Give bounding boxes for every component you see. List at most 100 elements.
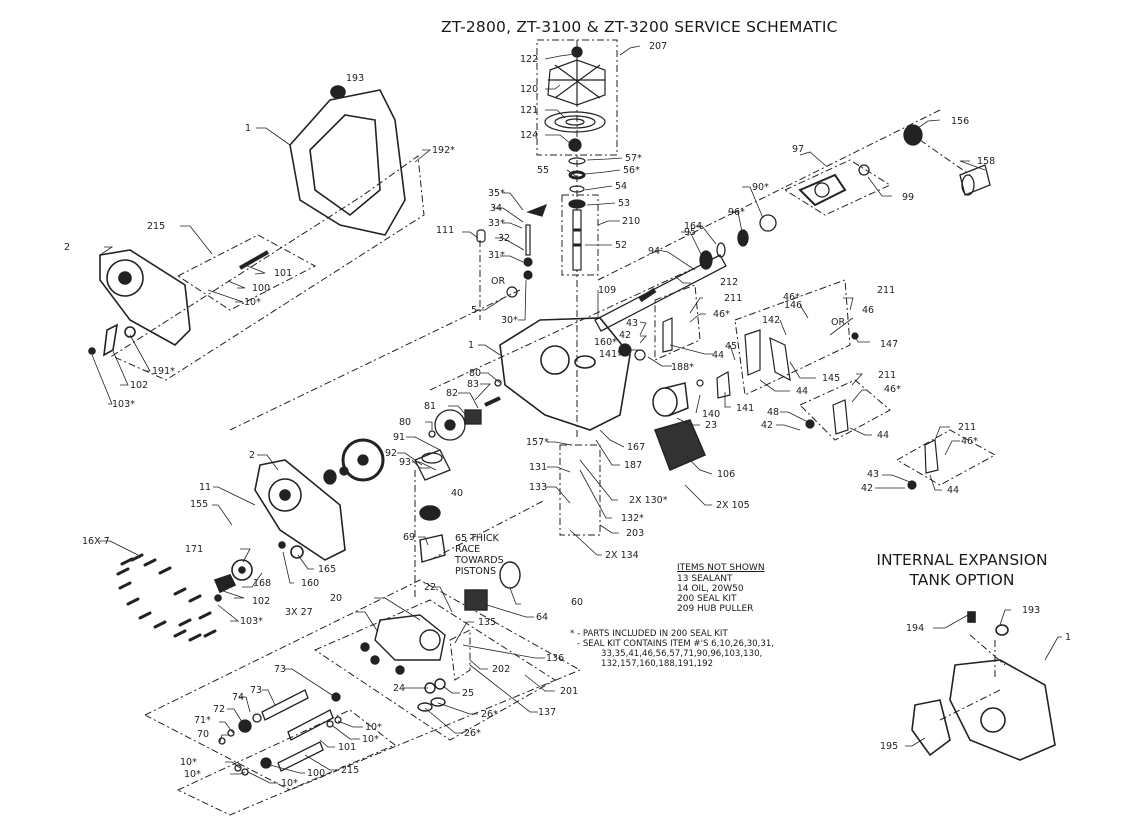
part-callout: 57* bbox=[625, 153, 642, 164]
part-callout: 215 bbox=[147, 221, 166, 232]
part-callout: 168 bbox=[253, 578, 272, 589]
tank-option-line: INTERNAL EXPANSION bbox=[876, 551, 1048, 569]
part-callout: 45 bbox=[725, 341, 738, 352]
part-callout: 188* bbox=[671, 362, 694, 373]
part-callout: 10* bbox=[244, 297, 261, 308]
part-callout: 44 bbox=[712, 350, 725, 361]
part-callout: 52 bbox=[615, 240, 628, 251]
part-callout: 42 bbox=[861, 483, 874, 494]
part-housing-top bbox=[289, 85, 406, 236]
part-callout: 122 bbox=[520, 54, 539, 65]
part-callout: 44 bbox=[796, 386, 809, 397]
part-callout: 211 bbox=[877, 285, 896, 296]
tank-option-line: TANK OPTION bbox=[909, 571, 1015, 589]
items-not-shown-item: 209 HUB PULLER bbox=[677, 604, 754, 614]
part-102a bbox=[103, 323, 119, 357]
part-callout: 35* bbox=[488, 188, 505, 199]
part-callout: 43 bbox=[626, 318, 639, 329]
part-callout: 102 bbox=[252, 596, 271, 607]
part-193-plug bbox=[330, 85, 346, 99]
part-callout: 167 bbox=[627, 442, 646, 453]
part-callout: OR bbox=[831, 317, 846, 328]
part-callout: 42 bbox=[761, 420, 774, 431]
part-callout: 2 bbox=[249, 450, 256, 461]
part-callout: 109 bbox=[598, 285, 617, 296]
part-callout: 30* bbox=[501, 315, 518, 326]
boundary-215b bbox=[176, 709, 396, 816]
part-callout: 31* bbox=[488, 250, 505, 261]
part-callout: 171 bbox=[185, 544, 204, 555]
part-callout: 145 bbox=[822, 373, 841, 384]
part-callout: OR bbox=[491, 276, 506, 287]
part-callout: 54 bbox=[615, 181, 628, 192]
part-callout: 201 bbox=[560, 686, 579, 697]
part-callout: 195 bbox=[880, 741, 899, 752]
part-callout: 155 bbox=[190, 499, 209, 510]
boundary-97 bbox=[783, 159, 892, 216]
part-callout: 141* bbox=[599, 349, 622, 360]
part-callout: 3X 27 bbox=[285, 607, 313, 618]
part-fan-pulley bbox=[544, 46, 606, 271]
part-callout: 60 bbox=[571, 597, 584, 608]
assembly-boundaries bbox=[110, 39, 1006, 816]
part-callout: 1 bbox=[468, 340, 475, 351]
part-callout: 160* bbox=[594, 337, 617, 348]
part-callout: 136 bbox=[546, 653, 565, 664]
part-callout: 26* bbox=[464, 728, 481, 739]
part-callout: 46 bbox=[862, 305, 875, 316]
part-callout: 10* bbox=[362, 734, 379, 745]
part-shafts-73 bbox=[218, 689, 342, 776]
boundary-203 bbox=[559, 444, 601, 536]
part-callout: 191* bbox=[152, 366, 175, 377]
part-callout: 43 bbox=[867, 469, 880, 480]
boundary-main-left bbox=[110, 155, 425, 381]
part-callout: 24 bbox=[393, 683, 406, 694]
part-callout: 10* bbox=[365, 722, 382, 733]
part-callout: 147 bbox=[880, 339, 899, 350]
part-callout: 194 bbox=[906, 623, 925, 634]
seal-kit-note-line: * - PARTS INCLUDED IN 200 SEAL KIT bbox=[570, 629, 728, 639]
part-callout: 44 bbox=[947, 485, 960, 496]
part-cover-lower bbox=[213, 459, 346, 602]
part-callout: 23 bbox=[705, 420, 718, 431]
part-callout: 133 bbox=[529, 482, 548, 493]
part-callout: 146 bbox=[784, 300, 803, 311]
part-callout: 210 bbox=[622, 216, 641, 227]
part-shaft-94 bbox=[594, 124, 991, 332]
part-callout: 73 bbox=[274, 664, 287, 675]
part-callout: 2X 134 bbox=[605, 550, 639, 561]
part-callout: 164 bbox=[684, 221, 703, 232]
part-callout: 100 bbox=[307, 768, 326, 779]
part-callout: 1 bbox=[1065, 632, 1072, 643]
part-callout: 44 bbox=[877, 430, 890, 441]
part-callout: 193 bbox=[1022, 605, 1041, 616]
part-callout: 1 bbox=[245, 123, 252, 134]
part-callout: 211 bbox=[958, 422, 977, 433]
part-callout: 74 bbox=[232, 692, 245, 703]
part-callout: 141 bbox=[736, 403, 755, 414]
part-callout: 135 bbox=[478, 617, 497, 628]
race-note: 65 THICK RACE TOWARDS PISTONS bbox=[455, 533, 504, 577]
part-callout: 2 bbox=[64, 242, 71, 253]
part-callout: 100 bbox=[252, 283, 271, 294]
part-cover-left bbox=[88, 249, 269, 357]
part-callout: 81 bbox=[424, 401, 437, 412]
part-callout: 16X 7 bbox=[82, 536, 110, 547]
part-callout: 101 bbox=[338, 742, 357, 753]
part-callout: 2X 105 bbox=[716, 500, 750, 511]
part-callout: 158 bbox=[977, 156, 996, 167]
part-callout: 10* bbox=[184, 769, 201, 780]
part-callout: 103* bbox=[112, 399, 135, 410]
part-callout: 96* bbox=[728, 207, 745, 218]
items-not-shown-heading: ITEMS NOT SHOWN bbox=[677, 563, 765, 573]
boundary-207 bbox=[536, 39, 618, 156]
part-callout: 11 bbox=[199, 482, 212, 493]
part-tank-housing bbox=[911, 611, 1056, 761]
boundary-215a bbox=[177, 234, 317, 311]
part-callout: 212 bbox=[720, 277, 739, 288]
part-callout: 10* bbox=[180, 757, 197, 768]
part-callout: 207 bbox=[649, 41, 668, 52]
part-callout: 5 bbox=[471, 305, 478, 316]
part-callout: 103* bbox=[240, 616, 263, 627]
part-callout: 203 bbox=[626, 528, 645, 539]
